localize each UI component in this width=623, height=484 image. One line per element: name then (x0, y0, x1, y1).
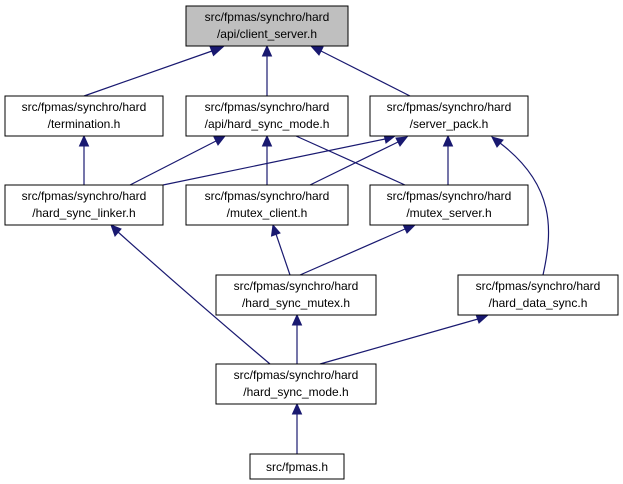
node-client-server-line1: src/fpmas/synchro/hard (205, 10, 330, 24)
node-api-hard-sync-mode-line2: /api/hard_sync_mode.h (205, 117, 330, 131)
edge-hard-sync-mode-to-hard-sync-mutex (291, 313, 303, 364)
node-mutex-client[interactable]: src/fpmas/synchro/hard /mutex_client.h (185, 184, 349, 226)
node-termination[interactable]: src/fpmas/synchro/hard /termination.h (4, 95, 164, 137)
node-hard-sync-mutex-line2: /hard_sync_mutex.h (242, 296, 350, 310)
node-fpmas-label: src/fpmas.h (266, 460, 328, 474)
edge-api-hard-sync-mode-to-client-server (261, 44, 273, 96)
node-mutex-client-line1: src/fpmas/synchro/hard (205, 189, 330, 203)
node-mutex-server[interactable]: src/fpmas/synchro/hard /mutex_server.h (369, 184, 529, 226)
edge-server-pack-to-client-server (309, 45, 411, 97)
node-hard-sync-mutex[interactable]: src/fpmas/synchro/hard /hard_sync_mutex.… (215, 274, 377, 316)
edges (78, 44, 550, 454)
node-hard-data-sync-line2: /hard_data_sync.h (489, 296, 588, 310)
edge-hard-data-sync-to-server-pack (491, 136, 550, 276)
node-mutex-client-line2: /mutex_client.h (227, 206, 308, 220)
node-fpmas[interactable]: src/fpmas.h (249, 453, 345, 480)
node-hard-data-sync-line1: src/fpmas/synchro/hard (476, 279, 601, 293)
node-server-pack-line2: /server_pack.h (410, 117, 489, 131)
node-hard-sync-linker-line2: /hard_sync_linker.h (32, 206, 135, 220)
node-hard-sync-mode-line2: /hard_sync_mode.h (243, 385, 348, 399)
node-api-hard-sync-mode[interactable]: src/fpmas/synchro/hard /api/hard_sync_mo… (185, 95, 349, 137)
node-hard-sync-mode-line1: src/fpmas/synchro/hard (234, 368, 359, 382)
edge-mutex-client-to-server-pack (309, 136, 409, 186)
edge-mutex-server-to-server-pack (442, 134, 454, 185)
node-server-pack[interactable]: src/fpmas/synchro/hard /server_pack.h (369, 95, 529, 137)
node-client-server-line2: /api/client_server.h (217, 27, 317, 41)
edge-hard-sync-mode-to-linker (110, 224, 271, 365)
edge-linker-to-api-hard-sync-mode (129, 135, 227, 186)
edge-hard-sync-mutex-to-mutex-client (270, 223, 291, 276)
node-mutex-server-line1: src/fpmas/synchro/hard (387, 189, 512, 203)
edge-hard-sync-mutex-to-mutex-server (299, 223, 417, 276)
node-api-hard-sync-mode-line1: src/fpmas/synchro/hard (205, 100, 330, 114)
node-hard-sync-mode[interactable]: src/fpmas/synchro/hard /hard_sync_mode.h (215, 363, 377, 405)
node-hard-sync-mutex-line1: src/fpmas/synchro/hard (234, 279, 359, 293)
edge-hard-sync-mode-to-hard-data-sync (319, 313, 490, 365)
node-termination-line2: /termination.h (48, 117, 121, 131)
node-hard-sync-linker-line1: src/fpmas/synchro/hard (22, 189, 147, 203)
nodes: src/fpmas/synchro/hard /api/client_serve… (4, 5, 619, 480)
node-server-pack-line1: src/fpmas/synchro/hard (387, 100, 512, 114)
node-mutex-server-line2: /mutex_server.h (406, 206, 491, 220)
edge-linker-to-server-pack (162, 133, 397, 186)
edge-linker-to-termination (78, 134, 90, 185)
node-hard-data-sync[interactable]: src/fpmas/synchro/hard /hard_data_sync.h (457, 274, 619, 316)
edge-mutex-client-to-api-hard-sync-mode (261, 134, 273, 185)
node-termination-line1: src/fpmas/synchro/hard (22, 100, 147, 114)
node-hard-sync-linker[interactable]: src/fpmas/synchro/hard /hard_sync_linker… (4, 184, 164, 226)
edge-termination-to-client-server (83, 45, 225, 97)
edge-mutex-server-to-api-hard-sync-mode (295, 135, 406, 186)
edge-fpmas-to-hard-sync-mode (291, 402, 303, 454)
node-client-server[interactable]: src/fpmas/synchro/hard /api/client_serve… (185, 5, 349, 47)
